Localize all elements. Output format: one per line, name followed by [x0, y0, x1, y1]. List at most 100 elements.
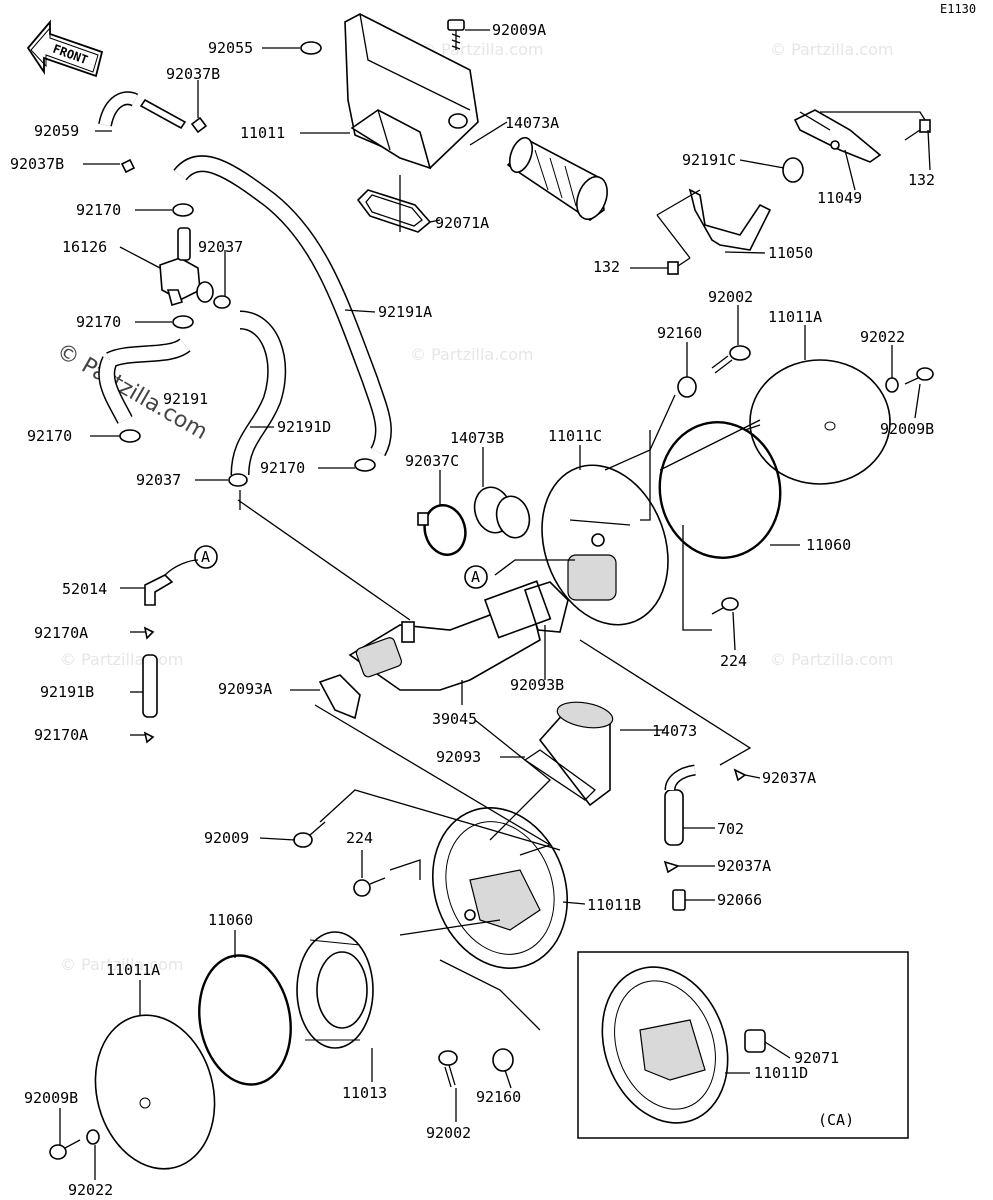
valve-16126 — [159, 227, 214, 307]
label-39045: 39045 — [432, 710, 477, 728]
label-14073B: 14073B — [450, 429, 504, 447]
fitting-52014 — [144, 574, 174, 606]
label-92037-b: 92037 — [136, 471, 181, 489]
label-92160-top: 92160 — [657, 324, 702, 342]
bushing-92160-top — [677, 376, 697, 398]
airbox-11011 — [344, 13, 479, 170]
ring-11060-bottom — [198, 954, 292, 1086]
label-92191A: 92191A — [378, 303, 432, 321]
label-92009B-top: 92009B — [880, 420, 934, 438]
label-92002-top: 92002 — [708, 288, 753, 306]
label-92191: 92191 — [163, 390, 208, 408]
clamp-92170-b — [172, 315, 194, 329]
cover-11011A-bottom — [94, 1014, 216, 1170]
watermark: © Partzilla.com — [770, 40, 893, 59]
callout-a-left — [194, 545, 218, 569]
label-92170-d: 92170 — [260, 459, 305, 477]
housing-11011B — [431, 807, 569, 969]
bolt-92002-top — [711, 345, 751, 374]
label-92071: 92071 — [794, 1049, 839, 1067]
fitting-92071 — [744, 1029, 766, 1053]
label-92191C: 92191C — [682, 151, 736, 169]
label-11011A-top: 11011A — [768, 308, 822, 326]
label-92037B-mid: 92037B — [10, 155, 64, 173]
label-92037B-top: 92037B — [166, 65, 220, 83]
label-132-a: 132 — [908, 171, 935, 189]
label-132-b: 132 — [593, 258, 620, 276]
diagram-code: E1130 — [940, 2, 976, 16]
duct-14073A — [506, 136, 608, 221]
label-92170-c: 92170 — [27, 427, 72, 445]
clamp-92037B-top — [190, 116, 208, 134]
label-92037A-b: 92037A — [717, 857, 771, 875]
label-92170A-a: 92170A — [34, 624, 88, 642]
bracket-11049 — [793, 109, 882, 163]
gasket-92093 — [523, 749, 596, 801]
clip-92170A-b — [143, 731, 155, 744]
label-92009: 92009 — [204, 829, 249, 847]
callout-a-mid-label: A — [471, 568, 480, 586]
bolt-224-top — [711, 597, 739, 615]
clip-92037A-b — [663, 860, 680, 874]
front-arrow-icon: FRONT — [26, 19, 104, 78]
label-92093B: 92093B — [510, 676, 564, 694]
cover-11011A-top — [744, 359, 891, 485]
callout-a-mid — [464, 565, 488, 589]
watermark: © Partzilla.com — [60, 955, 183, 974]
label-92071A: 92071A — [435, 214, 489, 232]
label-92170-a: 92170 — [76, 201, 121, 219]
watermark: © Partzilla.com — [770, 650, 893, 669]
label-92160-bottom: 92160 — [476, 1088, 521, 1106]
clamp-92170-d — [354, 458, 376, 472]
label-11060-bottom: 11060 — [208, 911, 253, 929]
bushing-92160-bottom — [492, 1048, 514, 1072]
label-92191B: 92191B — [40, 683, 94, 701]
clamp-92037C — [417, 504, 467, 556]
label-224-top: 224 — [720, 652, 747, 670]
label-92022-top: 92022 — [860, 328, 905, 346]
filter-11013 — [296, 931, 374, 1049]
part-labels: 92055 92009A 92037B 92059 11011 14073A 9… — [10, 21, 935, 1199]
washer-92022-top — [885, 377, 899, 393]
bolt-132-b — [667, 257, 691, 275]
label-11011B: 11011B — [587, 896, 641, 914]
o-ring-92055 — [300, 41, 322, 55]
watermark: © Partzilla.com — [410, 345, 533, 364]
clip-92170A-a — [143, 626, 155, 640]
housing-11011D — [601, 966, 729, 1124]
clamp-92170-a — [172, 203, 194, 217]
clamp-92170-c — [119, 429, 141, 443]
label-92170-b: 92170 — [76, 313, 121, 331]
label-11049: 11049 — [817, 189, 862, 207]
gasket-92093A — [318, 674, 361, 720]
gasket-92093B — [523, 581, 569, 633]
callout-a-left-label: A — [201, 548, 210, 566]
duct-14073 — [538, 701, 614, 807]
label-92009B-bottom: 92009B — [24, 1089, 78, 1107]
pipe-small — [139, 98, 187, 130]
label-11011D: 11011D — [754, 1064, 808, 1082]
label-92022-bottom: 92022 — [68, 1181, 113, 1199]
label-92055: 92055 — [208, 39, 253, 57]
label-92093A: 92093A — [218, 680, 272, 698]
label-92170A-b: 92170A — [34, 726, 88, 744]
housing-11011C — [541, 464, 669, 626]
ca-label: (CA) — [818, 1111, 854, 1129]
label-224-bottom: 224 — [346, 829, 373, 847]
clamp-92037-a — [213, 295, 231, 309]
label-92037-a: 92037 — [198, 238, 243, 256]
screw-92009A — [447, 19, 465, 50]
label-702: 702 — [717, 820, 744, 838]
hose-702 — [664, 764, 696, 846]
hose-92191B — [142, 654, 158, 718]
label-92037A-a: 92037A — [762, 769, 816, 787]
label-11050: 11050 — [768, 244, 813, 262]
label-92066: 92066 — [717, 891, 762, 909]
label-92037C: 92037C — [405, 452, 459, 470]
watermark: © Partzilla.com — [60, 650, 183, 669]
label-92093: 92093 — [436, 748, 481, 766]
bracket-11050 — [688, 188, 772, 251]
leader-lines — [59, 29, 931, 1180]
screw-92009 — [293, 821, 326, 848]
